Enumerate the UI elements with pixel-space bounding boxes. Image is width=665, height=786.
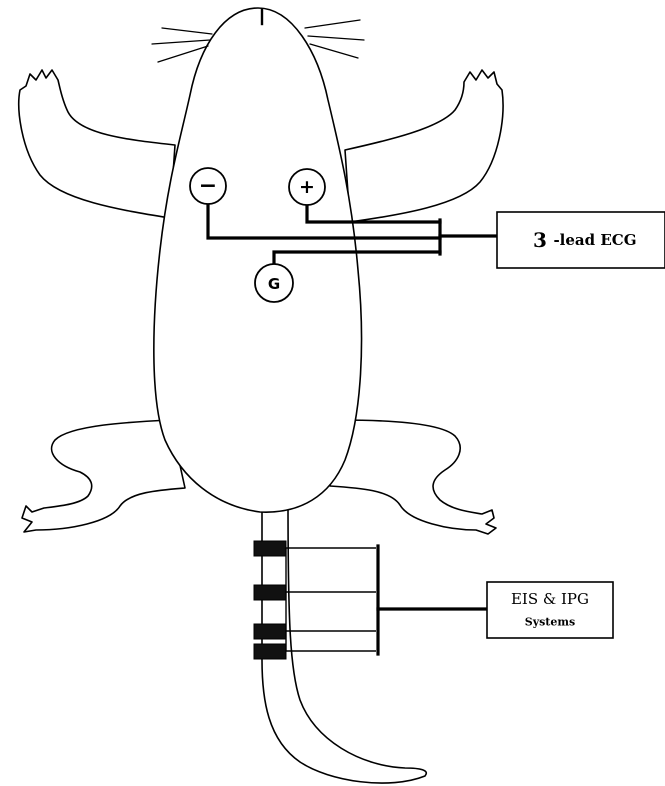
positive-electrode: + bbox=[288, 168, 326, 206]
ground-electrode-label: G bbox=[268, 275, 280, 293]
rat-left-leg bbox=[21, 419, 186, 533]
rat-body bbox=[153, 7, 363, 513]
positive-electrode-label: + bbox=[299, 176, 315, 198]
eis-box: EIS & IPG Systems bbox=[486, 581, 614, 639]
negative-electrode-label: − bbox=[199, 174, 217, 199]
rat-right-arm bbox=[344, 69, 504, 223]
ecg-box-label: -lead ECG bbox=[553, 231, 636, 249]
tail-electrodes bbox=[253, 540, 287, 660]
rat-whiskers bbox=[151, 19, 365, 63]
rat-left-arm bbox=[18, 69, 176, 219]
tail-wiring bbox=[285, 544, 489, 656]
ecg-wiring bbox=[206, 201, 499, 268]
ecg-box-number: 3 bbox=[533, 228, 547, 252]
eis-box-line2: Systems bbox=[525, 616, 575, 629]
negative-electrode: − bbox=[189, 167, 227, 205]
eis-box-line1: EIS & IPG bbox=[511, 590, 589, 608]
ground-electrode: G bbox=[254, 263, 294, 303]
ecg-box: 3 -lead ECG bbox=[496, 211, 665, 269]
rat-tail bbox=[261, 499, 427, 784]
rat-right-leg bbox=[329, 419, 497, 535]
